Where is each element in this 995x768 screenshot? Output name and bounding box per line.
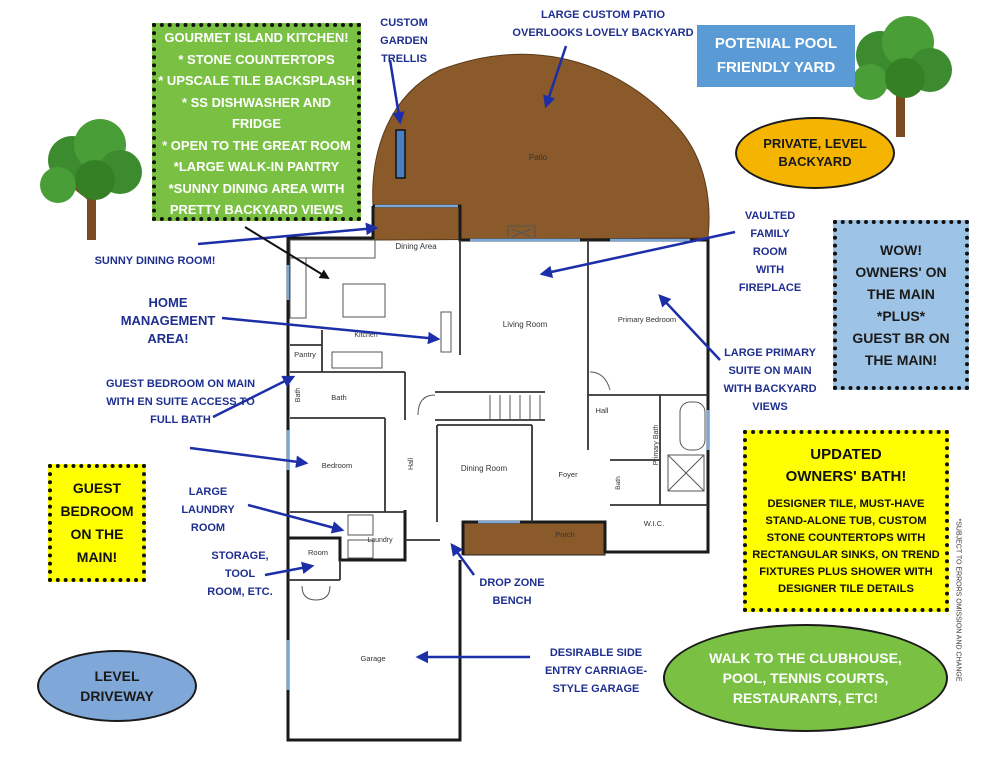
backyard-line: PRIVATE, LEVEL: [763, 136, 867, 151]
room-label-bath-wc: Bath: [615, 476, 622, 490]
kitchen-line: * OPEN TO THE GREAT ROOM: [162, 137, 351, 153]
wow-line: WOW!: [880, 242, 922, 258]
bath-body-line: STAND-ALONE TUB, CUSTOM: [765, 515, 927, 527]
callout-side-entry-garage: DESIRABLE SIDE ENTRY CARRIAGE- STYLE GAR…: [544, 647, 648, 695]
clubhouse-ellipse: WALK TO THE CLUBHOUSE, POOL, TENNIS COUR…: [663, 624, 948, 732]
room-label-primary-bedroom: Primary Bedroom: [618, 315, 676, 324]
arrow-drop-zone: [450, 542, 476, 576]
arrow-sunny-dining: [197, 222, 379, 246]
clubhouse-line: POOL, TENNIS COURTS,: [722, 670, 889, 686]
arrow-kitchen: [244, 226, 330, 280]
driveway-line: LEVEL: [94, 668, 140, 684]
kitchen-line: PRETTY BACKYARD VIEWS: [169, 202, 344, 218]
callout-guest-en-suite: GUEST BEDROOM ON MAIN WITH EN SUITE ACCE…: [105, 378, 256, 426]
callout-large-laundry: LARGE LAUNDRY ROOM: [181, 486, 235, 534]
room-label-living-room: Living Room: [503, 320, 548, 329]
updated-bath-box: UPDATED OWNERS' BATH! DESIGNER TILE, MUS…: [743, 430, 949, 612]
room-label-bedroom: Bedroom: [322, 461, 352, 470]
guest-bedroom-box: GUEST BEDROOM ON THE MAIN!: [48, 464, 146, 582]
arrow-trellis: [388, 59, 405, 125]
room-label-bath-small: Bath: [331, 393, 346, 402]
arrow-laundry: [247, 503, 345, 534]
room-label-porch: Porch: [555, 530, 575, 539]
wow-line: THE MAIN: [867, 286, 935, 302]
bath-body-line: DESIGNER TILE DETAILS: [778, 583, 914, 595]
callout-patio: LARGE CUSTOM PATIO OVERLOOKS LOVELY BACK…: [512, 9, 694, 39]
kitchen-line-title: GOURMET ISLAND KITCHEN!: [164, 30, 349, 46]
callout-home-management: HOME MANAGEMENT AREA!: [120, 295, 216, 346]
wow-line: GUEST BR ON: [852, 330, 950, 346]
guest-line: MAIN!: [76, 549, 118, 565]
kitchen-line: * UPSCALE TILE BACKSPLASH: [158, 73, 355, 89]
bath-title-line: UPDATED: [810, 446, 882, 463]
guest-line: BEDROOM: [60, 503, 134, 519]
tree-icon-left: [40, 119, 142, 240]
room-label-wic: W.I.C.: [644, 519, 664, 528]
tree-icon-right: [852, 16, 952, 137]
room-label-pantry: Pantry: [294, 350, 316, 359]
backyard-line: BACKYARD: [778, 154, 852, 169]
arrow-guest-2: [189, 446, 309, 468]
arrow-home-mgmt: [221, 316, 441, 345]
kitchen-line: * STONE COUNTERTOPS: [178, 51, 335, 67]
wow-line: OWNERS' ON: [855, 264, 947, 280]
room-label-laundry: Laundry: [367, 537, 393, 544]
guest-line: GUEST: [72, 480, 122, 496]
arrow-primary-suite: [658, 294, 721, 361]
bath-body-line: FIXTURES PLUS SHOWER WITH: [759, 566, 933, 578]
driveway-line: DRIVEWAY: [80, 688, 154, 704]
pool-friendly-box: POTENIAL POOL FRIENDLY YARD: [697, 25, 855, 87]
arrow-vaulted: [539, 230, 736, 278]
pool-line: POTENIAL POOL: [714, 35, 838, 52]
room-label-foyer: Foyer: [558, 470, 578, 479]
room-label-kitchen: Kitchen: [354, 332, 377, 339]
callout-storage: STORAGE, TOOL ROOM, ETC.: [207, 550, 273, 598]
pool-line: FRIENDLY YARD: [716, 59, 836, 76]
bath-body-line: STONE COUNTERTOPS WITH: [766, 532, 926, 544]
wow-line: THE MAIN!: [864, 352, 938, 368]
room-label-dining-room: Dining Room: [461, 464, 508, 473]
callout-garden-trellis: CUSTOM GARDEN TRELLIS: [380, 17, 428, 65]
room-label-hall-right: Hall: [596, 406, 609, 415]
arrow-patio: [543, 45, 568, 109]
patio-shape: [372, 53, 710, 241]
kitchen-line: * SS DISHWASHER AND FRIDGE: [181, 94, 332, 132]
callout-sunny-dining: SUNNY DINING ROOM!: [94, 255, 216, 267]
kitchen-features-box: GOURMET ISLAND KITCHEN! * STONE COUNTERT…: [152, 23, 361, 221]
disclaimer: *SUBJECT TO ERRORS OMISSION AND CHANGE: [954, 518, 962, 682]
room-label-patio: Patio: [529, 153, 548, 162]
bath-body-line: RECTANGULAR SINKS, ON TREND: [752, 549, 940, 561]
level-driveway-ellipse: LEVEL DRIVEWAY: [37, 650, 197, 722]
callout-vaulted-family: VAULTED FAMILY ROOM WITH FIREPLACE: [738, 210, 802, 294]
porch-shape: [462, 521, 606, 556]
private-backyard-ellipse: PRIVATE, LEVEL BACKYARD: [735, 117, 895, 189]
callout-primary-suite: LARGE PRIMARY SUITE ON MAIN WITH BACKYAR…: [723, 347, 817, 413]
room-label-primary-bath: Primary Bath: [653, 425, 660, 466]
arrow-guest-1: [212, 375, 296, 419]
callout-drop-zone: DROP ZONE BENCH: [479, 577, 545, 607]
room-label-room: Room: [308, 548, 328, 557]
clubhouse-line: WALK TO THE CLUBHOUSE,: [709, 650, 902, 666]
kitchen-line: *LARGE WALK-IN PANTRY: [173, 159, 340, 175]
wow-line: *PLUS*: [876, 308, 926, 324]
bath-body-line: DESIGNER TILE, MUST-HAVE: [767, 498, 925, 510]
guest-line: ON THE: [70, 526, 124, 542]
clubhouse-line: RESTAURANTS, ETC!: [732, 690, 879, 706]
bath-title-line: OWNERS' BATH!: [785, 468, 907, 485]
kitchen-line: *SUNNY DINING AREA WITH: [168, 180, 345, 196]
room-label-bath-side: Bath: [295, 388, 302, 403]
room-label-garage: Garage: [360, 654, 385, 663]
arrow-storage: [264, 561, 315, 577]
room-label-hall-left: Hall: [408, 458, 415, 471]
wow-box: WOW! OWNERS' ON THE MAIN *PLUS* GUEST BR…: [833, 220, 969, 390]
garden-trellis: [395, 129, 406, 179]
room-label-dining-area: Dining Area: [395, 242, 437, 251]
